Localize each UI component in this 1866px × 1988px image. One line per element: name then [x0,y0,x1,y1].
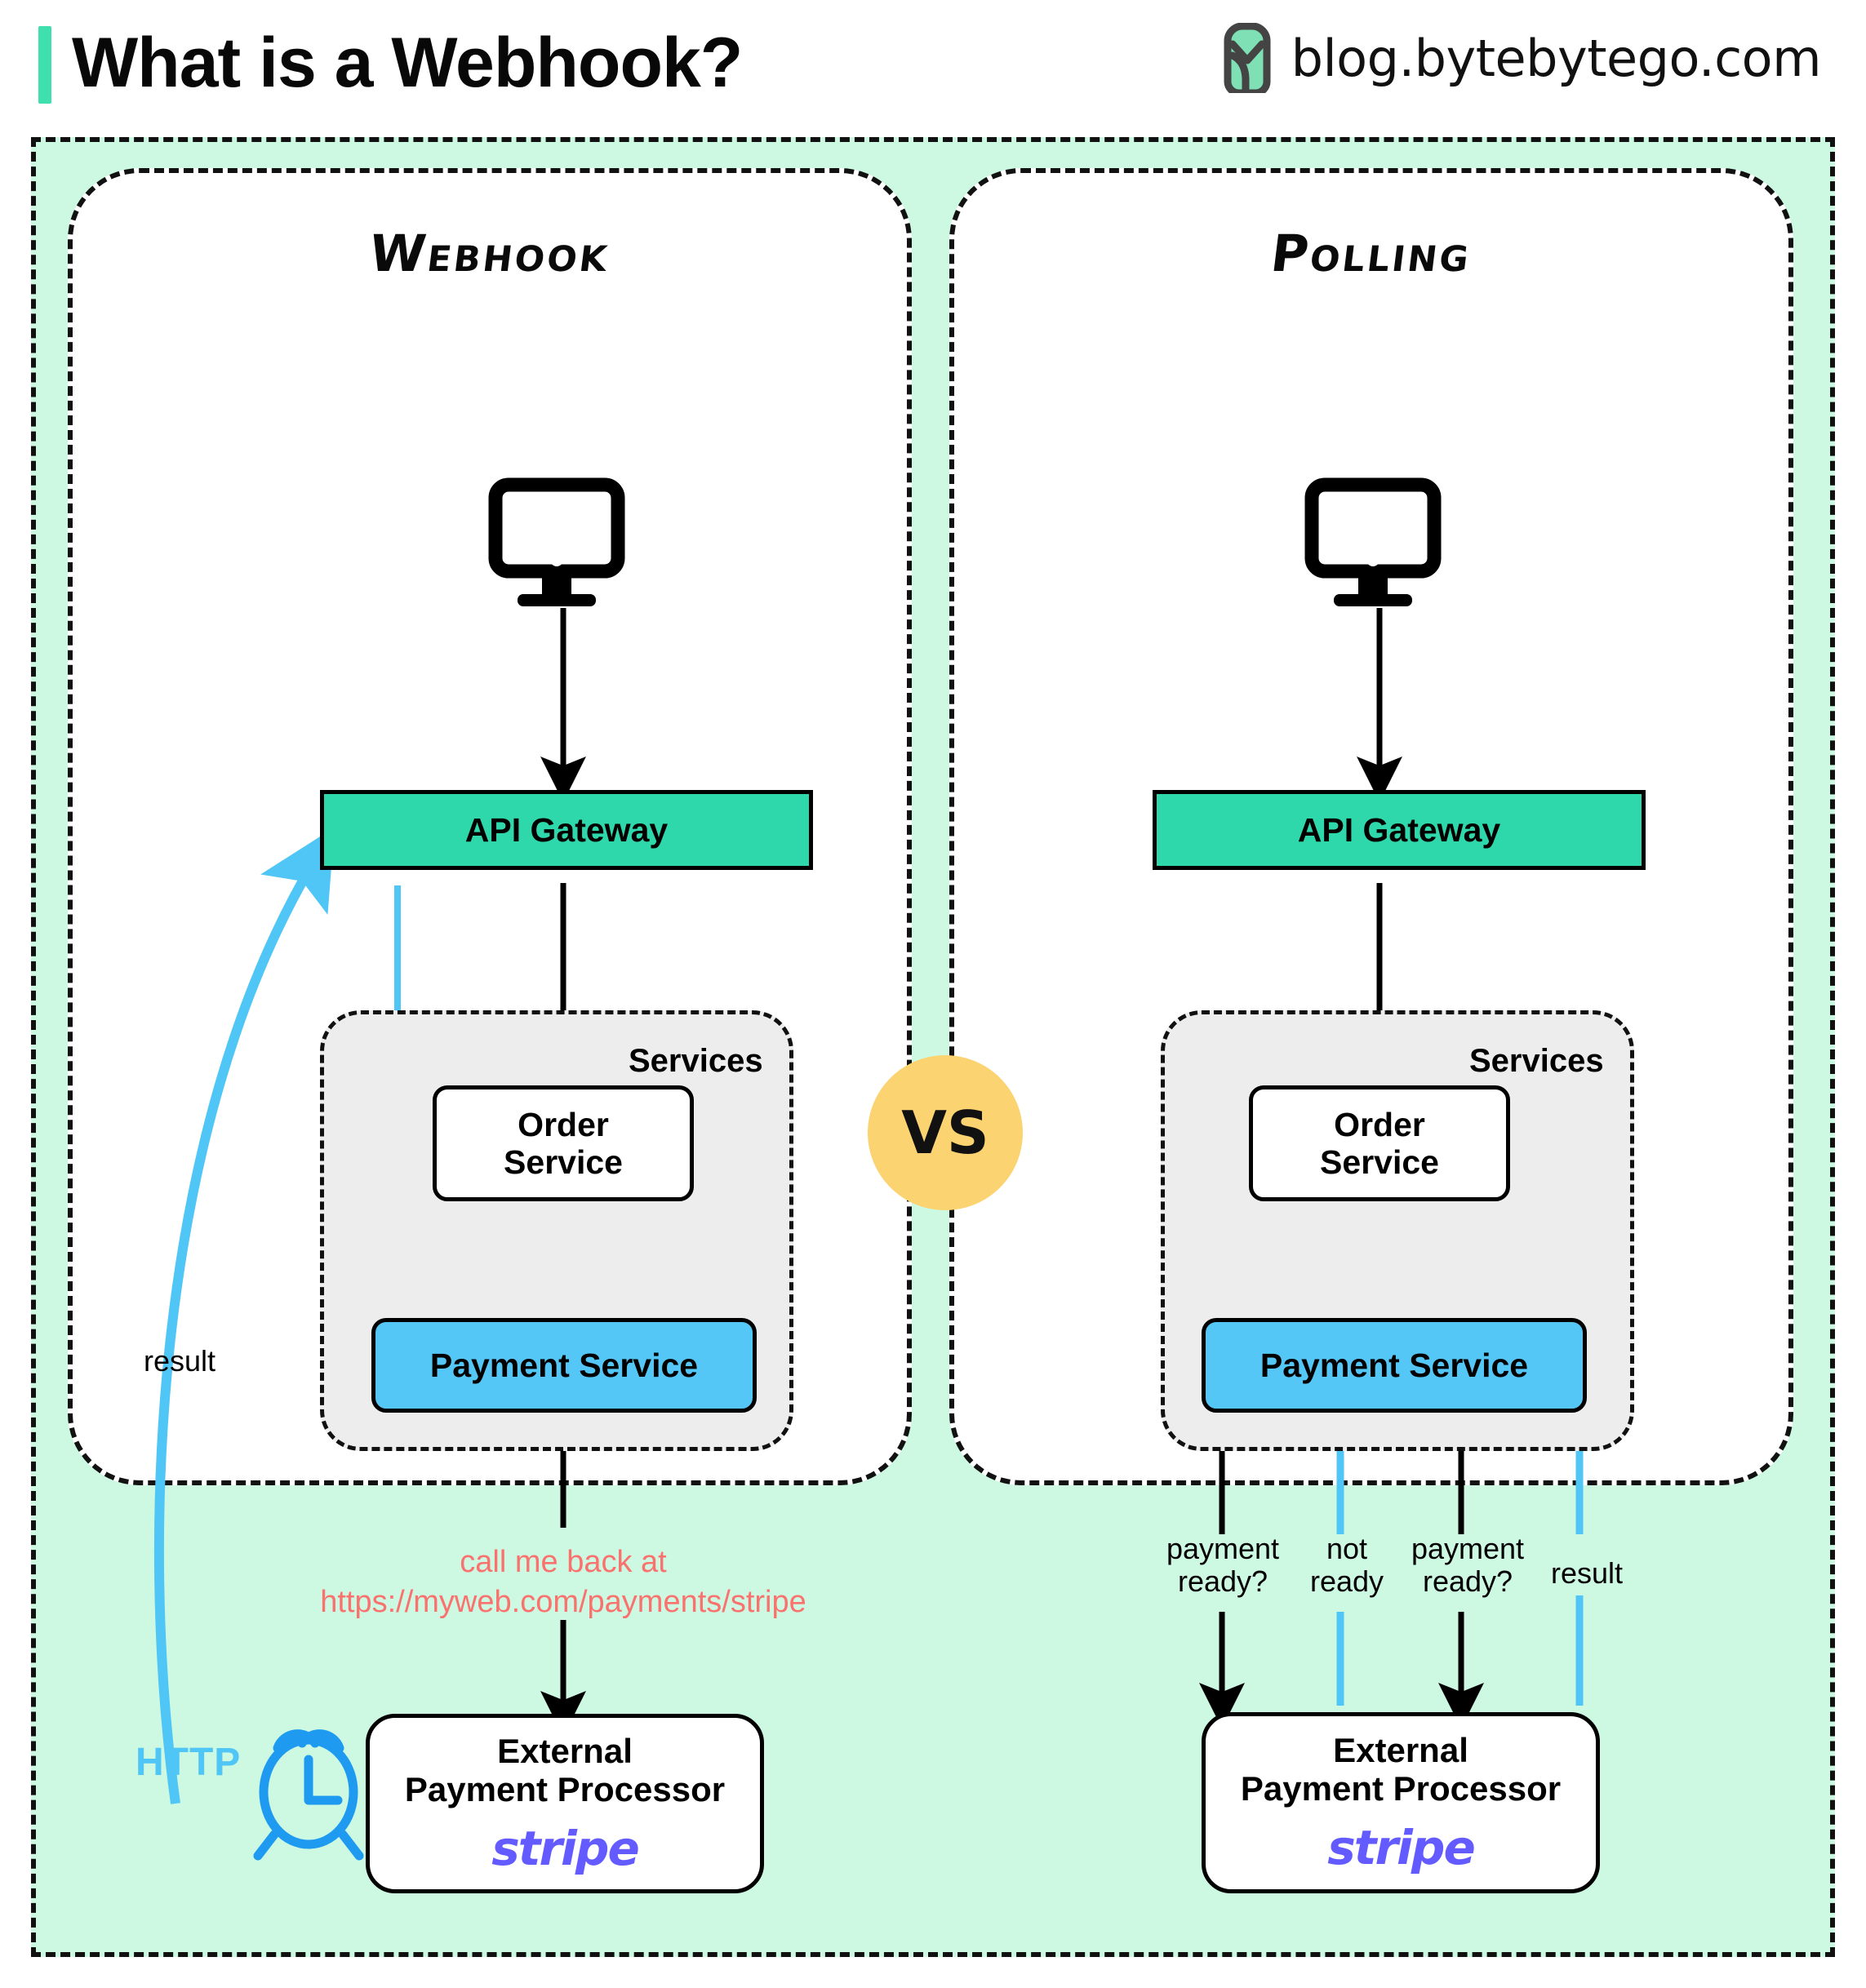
polling-external-processor[interactable]: External Payment Processor stripe [1202,1712,1600,1893]
stripe-logo-webhook: stripe [491,1820,640,1876]
stripe-logo-polling: stripe [1327,1819,1476,1875]
polling-label-1: not ready [1309,1532,1384,1599]
vs-badge: VS [868,1055,1023,1210]
webhook-result-label: result [143,1344,216,1378]
polling-services-label: Services [1469,1043,1604,1079]
webhook-order-service-label: Order Service [504,1105,623,1181]
panel-webhook-title: Webhook [366,224,614,283]
polling-order-service-label: Order Service [1320,1105,1439,1181]
webhook-processor-line1: External [497,1731,633,1770]
brand-url: blog.bytebytego.com [1291,28,1822,88]
polling-order-service[interactable]: Order Service [1249,1085,1510,1201]
polling-payment-service[interactable]: Payment Service [1202,1318,1587,1413]
panel-polling-title: Polling [1267,224,1476,283]
polling-processor-line1: External [1333,1730,1468,1769]
webhook-processor-line2: Payment Processor [404,1770,726,1809]
title-accent-bar [38,26,51,104]
page-title: What is a Webhook? [72,24,743,102]
polling-api-gateway[interactable]: API Gateway [1153,790,1646,870]
page-header: What is a Webhook? blog.bytebytego.com [0,0,1866,126]
webhook-services-label: Services [629,1043,763,1079]
webhook-http-label: HTTP [136,1741,242,1784]
webhook-external-processor[interactable]: External Payment Processor stripe [366,1714,764,1893]
polling-processor-line2: Payment Processor [1240,1769,1562,1808]
bytebytego-logo-icon [1221,22,1273,97]
webhook-payment-service[interactable]: Payment Service [371,1318,757,1413]
webhook-order-service[interactable]: Order Service [433,1085,694,1201]
polling-label-0: payment ready? [1166,1532,1280,1599]
brand: blog.bytebytego.com [1221,22,1822,97]
polling-label-3: result [1551,1556,1624,1590]
webhook-callback-note: call me back at https://myweb.com/paymen… [320,1545,806,1620]
polling-label-2: payment ready? [1411,1532,1525,1599]
webhook-api-gateway[interactable]: API Gateway [320,790,813,870]
